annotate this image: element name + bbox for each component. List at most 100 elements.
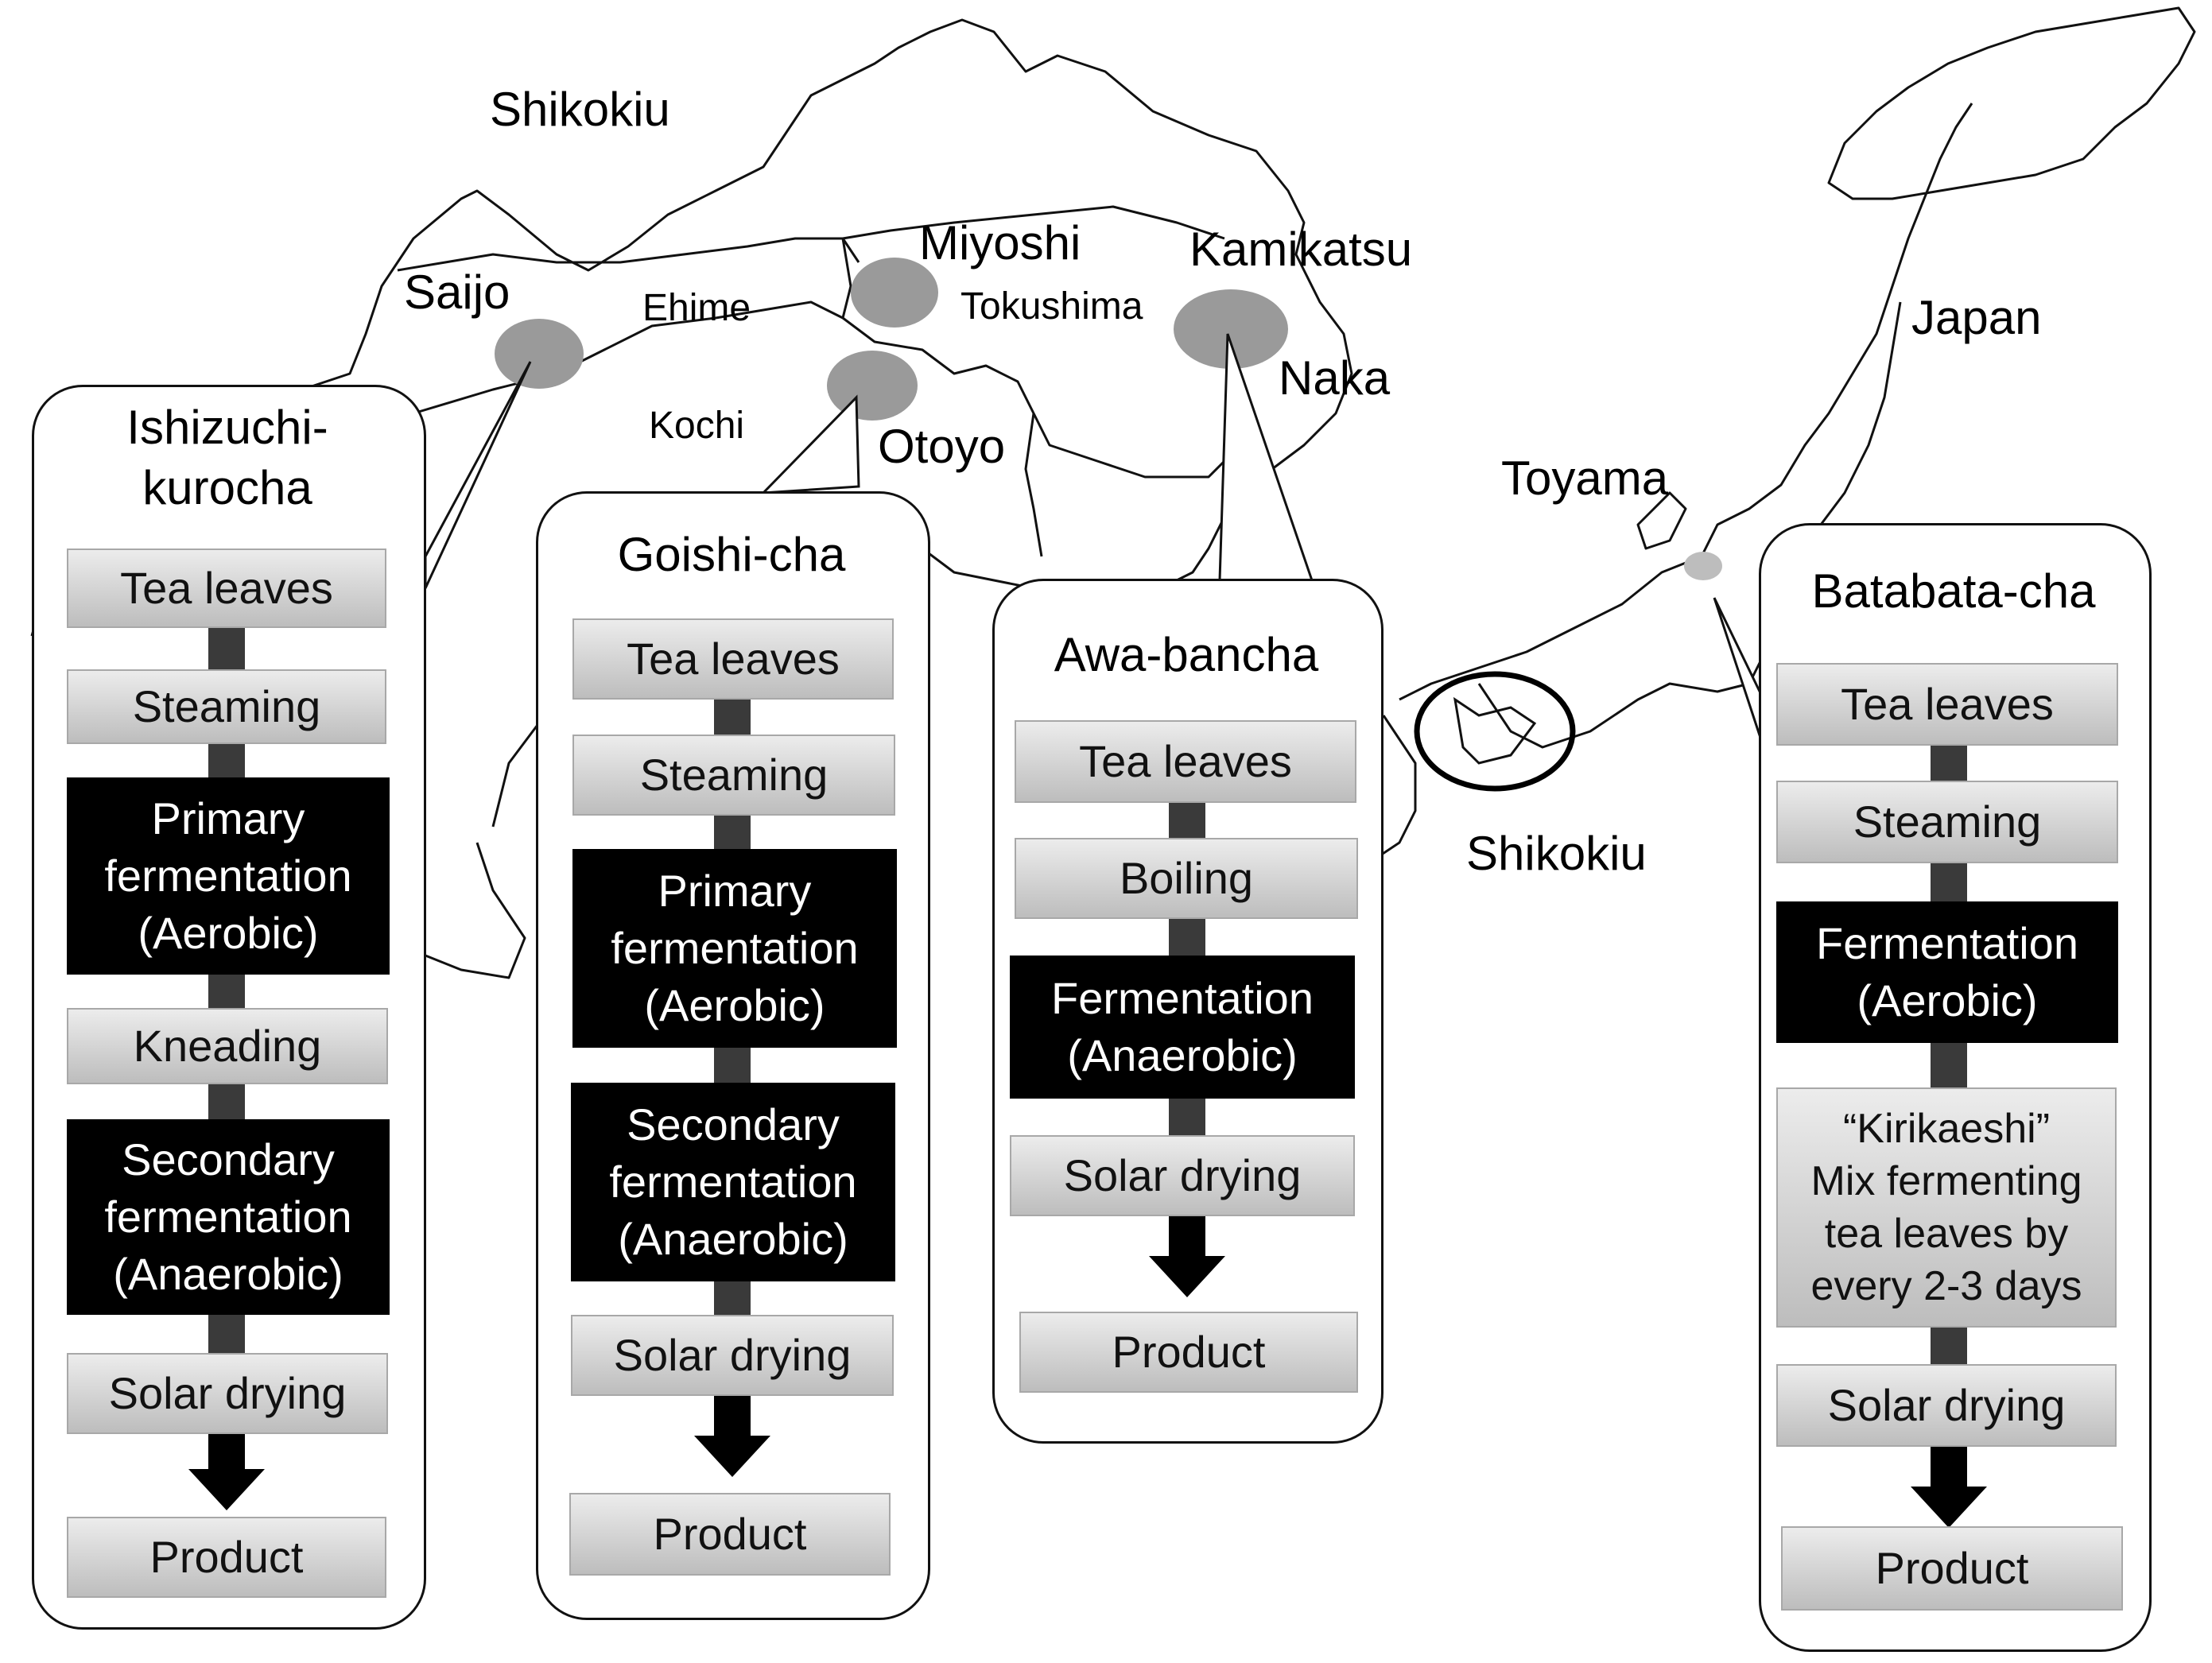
step-label: tea leaves by — [1824, 1211, 2069, 1257]
step-tea-leaves: Tea leaves — [67, 549, 386, 628]
step-kirikaeshi: “Kirikaeshi” Mix fermenting tea leaves b… — [1776, 1087, 2117, 1328]
step-label: fermentation — [104, 851, 352, 901]
step-label: Solar drying — [1063, 1150, 1302, 1200]
connector — [208, 744, 245, 777]
step-label: Steaming — [1853, 797, 2042, 847]
step-steaming: Steaming — [572, 735, 895, 816]
border-ehime-kagawa — [397, 237, 860, 272]
connector — [714, 816, 751, 849]
step-steaming: Steaming — [1776, 781, 2118, 863]
panel-title-awa-bancha: Awa-bancha — [995, 625, 1377, 685]
down-arrow-icon — [694, 1436, 770, 1477]
step-product: Product — [1019, 1312, 1358, 1393]
step-label: Tea leaves — [120, 563, 333, 613]
step-tea-leaves: Tea leaves — [1015, 720, 1356, 803]
step-label: (Aerobic) — [644, 980, 825, 1030]
step-kneading: Kneading — [67, 1008, 388, 1084]
label-naka: Naka — [1279, 351, 1391, 405]
japan-hokkaido-outline — [1827, 6, 2196, 200]
connector — [1169, 919, 1205, 956]
shikoku-coastline — [30, 18, 1353, 828]
shikoku-inset-circle — [1414, 671, 1576, 792]
label-tokushima: Tokushima — [960, 285, 1143, 328]
step-fermentation-anaerobic: Fermentation (Anaerobic) — [1010, 956, 1355, 1099]
step-label: fermentation — [609, 1157, 857, 1207]
step-label: Solar drying — [613, 1330, 852, 1380]
kamikatsu-marker — [1174, 289, 1288, 369]
connector — [1931, 1043, 1967, 1087]
step-label: (Anaerobic) — [1067, 1030, 1298, 1080]
toyama-marker — [1684, 552, 1722, 580]
step-label: “Kirikaeshi” — [1842, 1106, 2051, 1152]
connector — [714, 700, 751, 735]
step-label: Steaming — [639, 750, 829, 800]
step-label: (Aerobic) — [138, 908, 319, 958]
step-label: Product — [1875, 1543, 2029, 1593]
connector — [714, 1281, 751, 1315]
connector — [208, 628, 245, 669]
step-label: fermentation — [104, 1192, 352, 1242]
step-label: Fermentation — [1816, 918, 2078, 968]
label-kamikatsu: Kamikatsu — [1189, 223, 1413, 276]
step-label: Tea leaves — [627, 634, 840, 684]
step-label: Steaming — [132, 681, 321, 731]
japan-honshu-outline — [1399, 103, 1973, 701]
panel-title-line: Goishi-cha — [617, 528, 846, 581]
step-label: Boiling — [1119, 853, 1254, 903]
step-label: Product — [149, 1532, 304, 1582]
step-label: Fermentation — [1051, 973, 1314, 1023]
step-label: Product — [1112, 1327, 1266, 1377]
label-shikokiu-top: Shikokiu — [490, 83, 670, 136]
connector — [208, 1315, 245, 1353]
connector — [208, 1084, 245, 1119]
panel-title-line: kurocha — [142, 461, 312, 514]
panel-title-line: Batabata-cha — [1811, 564, 2096, 618]
step-label: Primary — [658, 866, 812, 916]
arrow-shaft — [1169, 1216, 1205, 1258]
label-shikokiu-inset: Shikokiu — [1466, 827, 1647, 880]
panel-title-line: Ishizuchi- — [126, 401, 328, 454]
step-tea-leaves: Tea leaves — [1776, 663, 2118, 746]
step-label: (Aerobic) — [1857, 975, 2038, 1025]
arrow-shaft — [1931, 1447, 1967, 1488]
panel-title-line: Awa-bancha — [1054, 628, 1319, 681]
step-primary-fermentation: Primary fermentation (Aerobic) — [67, 777, 390, 975]
panel-title-batabata-cha: Batabata-cha — [1762, 561, 2145, 622]
step-label: Primary — [151, 793, 305, 843]
step-label: (Anaerobic) — [113, 1249, 343, 1299]
arrow-shaft — [208, 1434, 245, 1471]
connector — [208, 975, 245, 1008]
border-tokushima-kochi — [842, 316, 1242, 479]
connector — [1169, 1099, 1205, 1135]
label-miyoshi: Miyoshi — [919, 216, 1081, 269]
step-product: Product — [1781, 1526, 2123, 1611]
step-label: Secondary — [122, 1134, 335, 1184]
saijo-marker — [495, 319, 584, 389]
panel-title-goishi-cha: Goishi-cha — [539, 525, 924, 585]
step-tea-leaves: Tea leaves — [572, 618, 894, 700]
step-label: Mix fermenting — [1810, 1158, 2082, 1204]
down-arrow-icon — [1149, 1256, 1225, 1297]
step-boiling: Boiling — [1015, 838, 1358, 919]
callout-pointer-batabata — [1713, 597, 1765, 748]
otoyo-marker — [827, 351, 918, 421]
label-saijo: Saijo — [404, 266, 510, 319]
step-secondary-fermentation: Secondary fermentation (Anaerobic) — [67, 1119, 390, 1315]
callout-pointer-ishizuchi — [424, 361, 532, 589]
label-kochi: Kochi — [649, 405, 745, 447]
step-fermentation-aerobic: Fermentation (Aerobic) — [1776, 901, 2118, 1043]
down-arrow-icon — [1911, 1487, 1987, 1528]
step-label: fermentation — [611, 923, 859, 973]
connector — [714, 1048, 751, 1083]
border-tokushima — [842, 205, 1225, 240]
connector — [1169, 803, 1205, 838]
step-solar-drying: Solar drying — [67, 1353, 388, 1434]
arrow-shaft — [714, 1396, 751, 1437]
step-solar-drying: Solar drying — [1010, 1135, 1355, 1216]
step-solar-drying: Solar drying — [571, 1315, 894, 1396]
step-label: Kneading — [133, 1021, 322, 1071]
step-label: Solar drying — [1827, 1380, 2066, 1430]
step-product: Product — [569, 1493, 891, 1576]
label-ehime: Ehime — [642, 287, 751, 329]
